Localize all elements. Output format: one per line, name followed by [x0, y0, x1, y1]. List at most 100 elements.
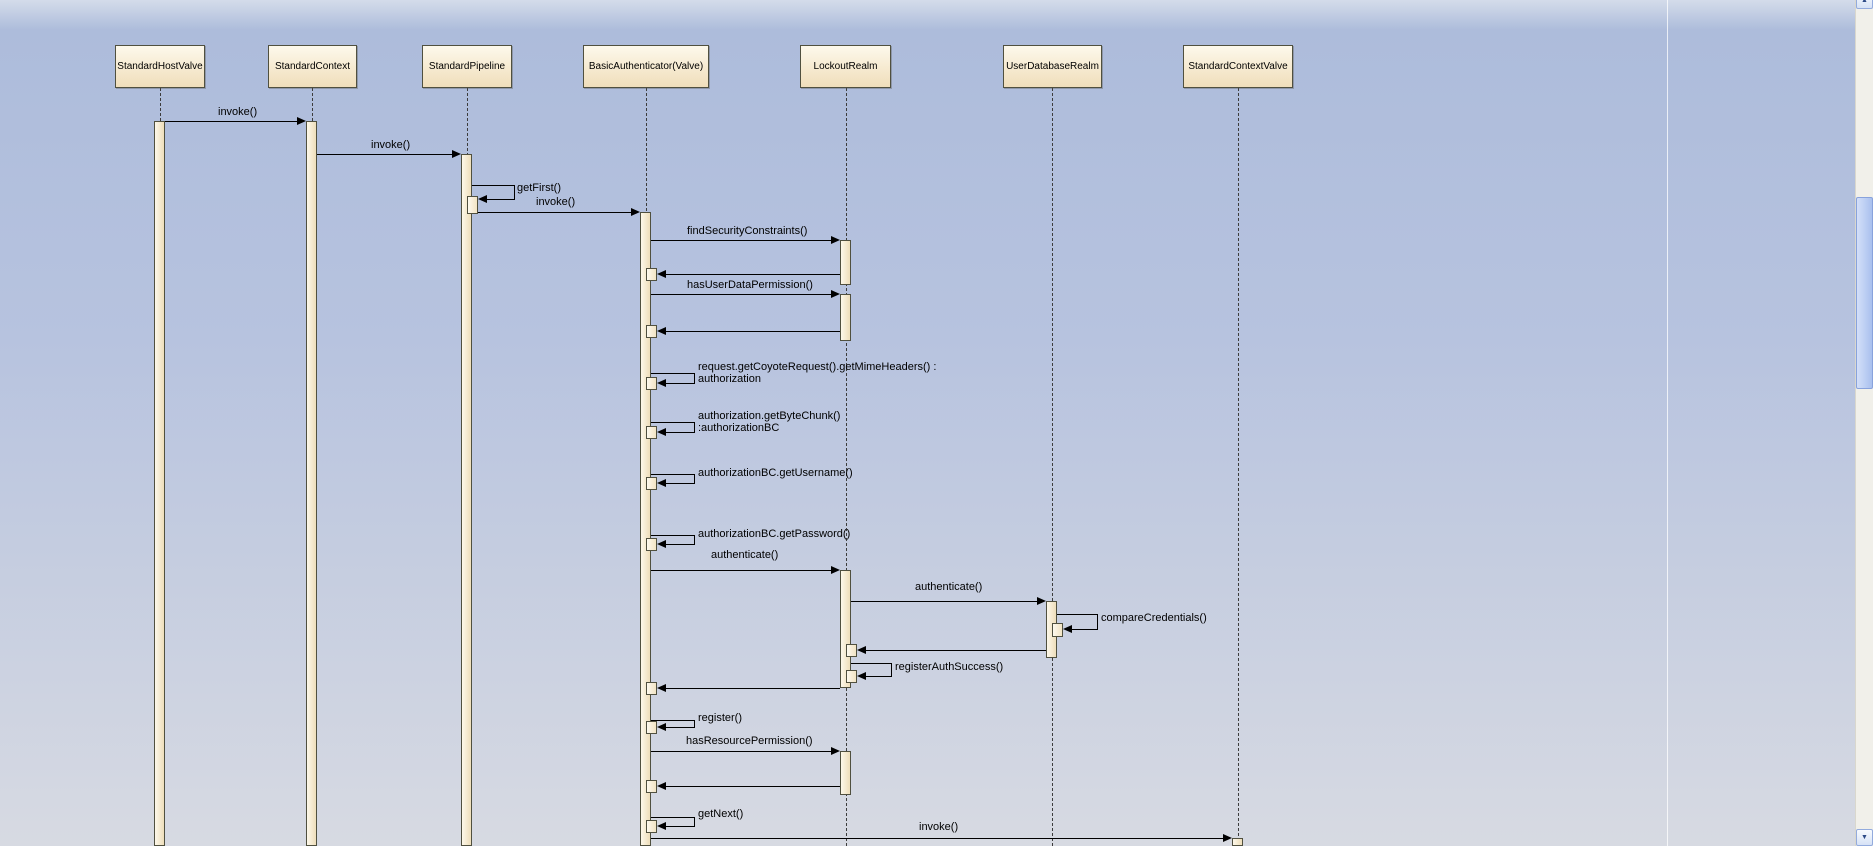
- nested-activation: [646, 377, 657, 390]
- arrowhead-left-icon: [857, 646, 866, 654]
- message-line[interactable]: [851, 601, 1038, 602]
- self-message-line[interactable]: [651, 535, 694, 536]
- message-label[interactable]: getFirst(): [517, 182, 561, 194]
- lifeline-head-lockoutrealm[interactable]: LockoutRealm: [800, 45, 891, 88]
- nested-activation: [646, 780, 657, 793]
- scroll-up-button[interactable]: ▲: [1856, 0, 1873, 9]
- arrowhead-left-icon: [478, 195, 487, 203]
- return-line[interactable]: [665, 331, 840, 332]
- message-line[interactable]: [651, 240, 832, 241]
- arrowhead-left-icon: [657, 540, 666, 548]
- nested-activation: [846, 670, 857, 683]
- self-message-line[interactable]: [472, 185, 514, 186]
- arrowhead-right-icon: [631, 208, 640, 216]
- message-label[interactable]: authorizationBC.getUsername(): [698, 467, 853, 479]
- arrowhead-left-icon: [657, 479, 666, 487]
- message-line[interactable]: [651, 294, 832, 295]
- lifeline-head-standardpipeline[interactable]: StandardPipeline: [422, 45, 512, 88]
- self-message-line[interactable]: [651, 373, 694, 374]
- self-message-line[interactable]: [651, 817, 694, 818]
- arrowhead-right-icon: [831, 747, 840, 755]
- activation-bar[interactable]: [1232, 838, 1243, 846]
- arrowhead-left-icon: [657, 327, 666, 335]
- scrollbar-thumb[interactable]: [1856, 197, 1873, 389]
- nested-activation: [646, 721, 657, 734]
- nested-activation: [646, 268, 657, 281]
- message-label[interactable]: authenticate(): [711, 549, 779, 561]
- return-line[interactable]: [665, 786, 840, 787]
- activation-bar[interactable]: [640, 212, 651, 846]
- message-label[interactable]: getNext(): [698, 808, 744, 820]
- message-label[interactable]: register(): [698, 712, 743, 724]
- return-line[interactable]: [665, 688, 840, 689]
- activation-bar[interactable]: [840, 294, 851, 341]
- message-label[interactable]: invoke(): [371, 139, 411, 151]
- nested-activation: [1052, 623, 1063, 637]
- self-message-line-return: [1071, 629, 1097, 630]
- arrowhead-left-icon: [657, 379, 666, 387]
- activation-bar[interactable]: [840, 570, 851, 688]
- message-label[interactable]: invoke(): [218, 106, 258, 118]
- page-break-line: [1667, 0, 1668, 846]
- lifeline-head-standardcontextvalve[interactable]: StandardContextValve: [1183, 45, 1293, 88]
- self-message-line-return: [665, 432, 694, 433]
- arrowhead-right-icon: [831, 290, 840, 298]
- self-message-line-side: [694, 373, 695, 384]
- self-message-line[interactable]: [1057, 614, 1097, 615]
- arrowhead-right-icon: [1037, 597, 1046, 605]
- lifeline-head-userdatabaserealm[interactable]: UserDatabaseRealm: [1003, 45, 1102, 88]
- self-message-line-side: [891, 663, 892, 677]
- self-message-line-return: [665, 727, 694, 728]
- arrowhead-right-icon: [452, 150, 461, 158]
- message-label[interactable]: request.getCoyoteRequest().getMimeHeader…: [698, 361, 937, 385]
- return-line[interactable]: [665, 274, 840, 275]
- message-label[interactable]: findSecurityConstraints(): [687, 225, 808, 237]
- message-label[interactable]: authorization.getByteChunk() :authorizat…: [698, 410, 841, 434]
- nested-activation: [646, 477, 657, 490]
- activation-bar[interactable]: [840, 751, 851, 795]
- self-message-line[interactable]: [651, 422, 694, 423]
- vertical-scrollbar[interactable]: ▲ ▼: [1855, 0, 1873, 846]
- arrowhead-right-icon: [297, 117, 306, 125]
- message-label[interactable]: hasUserDataPermission(): [687, 279, 813, 291]
- message-label[interactable]: authenticate(): [915, 581, 983, 593]
- message-label[interactable]: invoke(): [536, 196, 576, 208]
- message-label[interactable]: compareCredentials(): [1101, 612, 1207, 624]
- lifeline-userdatabaserealm: [1052, 88, 1053, 846]
- message-line[interactable]: [651, 570, 832, 571]
- activation-bar[interactable]: [306, 121, 317, 846]
- self-message-line-side: [514, 185, 515, 200]
- message-label[interactable]: registerAuthSuccess(): [895, 661, 1004, 673]
- message-line[interactable]: [651, 751, 832, 752]
- self-message-line[interactable]: [651, 474, 694, 475]
- message-label[interactable]: hasResourcePermission(): [686, 735, 813, 747]
- message-label[interactable]: invoke(): [919, 821, 959, 833]
- activation-bar[interactable]: [461, 154, 472, 846]
- self-message-line-side: [1097, 614, 1098, 630]
- message-line[interactable]: [317, 154, 453, 155]
- activation-bar[interactable]: [154, 121, 165, 846]
- lifeline-lockoutrealm: [846, 88, 847, 846]
- arrowhead-right-icon: [831, 236, 840, 244]
- message-label[interactable]: authorizationBC.getPassword(): [698, 528, 851, 540]
- arrowhead-left-icon: [657, 822, 666, 830]
- self-message-line[interactable]: [851, 663, 891, 664]
- message-line[interactable]: [651, 838, 1224, 839]
- lifeline-head-standardhostvalve[interactable]: StandardHostValve: [115, 45, 205, 88]
- self-message-line-return: [665, 383, 694, 384]
- message-line[interactable]: [478, 212, 632, 213]
- message-line[interactable]: [165, 121, 298, 122]
- return-line[interactable]: [865, 650, 1046, 651]
- self-message-line[interactable]: [651, 720, 694, 721]
- lifeline-head-basicauthenticator-valve[interactable]: BasicAuthenticator(Valve): [583, 45, 709, 88]
- activation-bar[interactable]: [840, 240, 851, 285]
- scroll-down-button[interactable]: ▼: [1856, 829, 1873, 846]
- lifeline-head-standardcontext[interactable]: StandardContext: [268, 45, 357, 88]
- nested-activation: [646, 426, 657, 439]
- arrowhead-left-icon: [657, 270, 666, 278]
- arrowhead-right-icon: [831, 566, 840, 574]
- nested-activation: [646, 325, 657, 338]
- scroll-down-arrow-icon: ▼: [1861, 834, 1868, 841]
- arrowhead-left-icon: [657, 684, 666, 692]
